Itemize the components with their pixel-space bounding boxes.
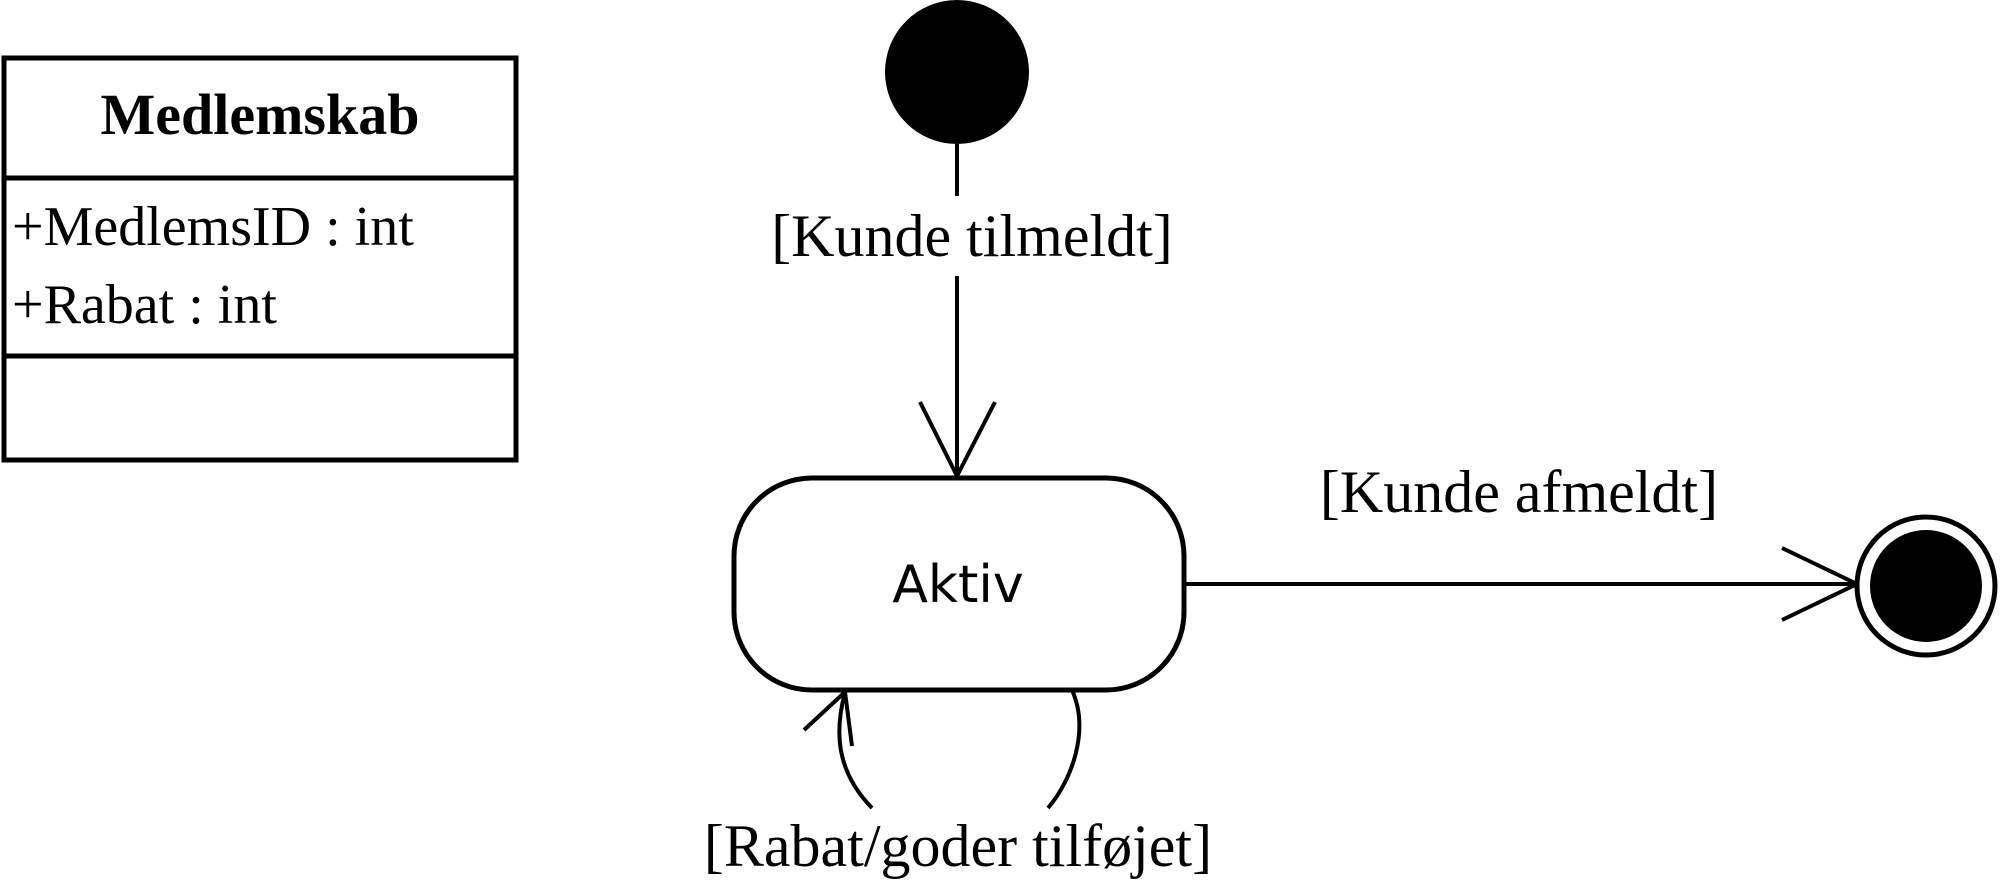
self-loop-right-arc	[1046, 689, 1082, 810]
class-attribute-medlemsid: +MedlemsID : int	[12, 196, 414, 258]
state-aktiv-label: Aktiv	[892, 555, 1023, 615]
state-aktiv: Aktiv	[731, 475, 1187, 693]
final-state-node	[1854, 514, 1998, 658]
class-name: Medlemskab	[101, 82, 420, 147]
class-box-medlemskab: Medlemskab +MedlemsID : int +Rabat : int	[1, 55, 519, 463]
transition-end-label: [Kunde afmeldt]	[1320, 459, 1718, 525]
self-loop-left-arc	[837, 691, 874, 810]
initial-state-node	[885, 0, 1029, 144]
transition-active-to-end: [Kunde afmeldt]	[1184, 459, 1862, 622]
self-loop-label: [Rabat/goder tilføjet]	[704, 813, 1212, 879]
transition-self-loop: [Rabat/goder tilføjet]	[704, 687, 1212, 879]
transition-start-label: [Kunde tilmeldt]	[771, 203, 1173, 269]
class-attribute-rabat: +Rabat : int	[12, 274, 277, 336]
class-box-frame	[1, 55, 519, 463]
self-loop-arrowhead	[802, 687, 854, 747]
final-state-inner-dot	[1870, 530, 1982, 642]
transition-start-to-active: [Kunde tilmeldt]	[771, 144, 1173, 481]
